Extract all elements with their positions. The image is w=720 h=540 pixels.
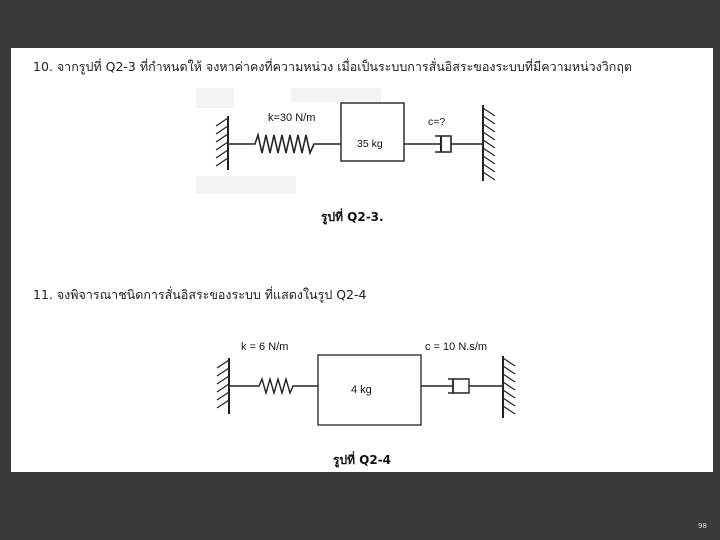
page-number: 98	[698, 522, 707, 530]
damper	[421, 378, 503, 394]
spring	[228, 132, 341, 156]
damper	[404, 135, 483, 153]
right-wall	[482, 105, 496, 181]
left-wall	[216, 358, 230, 414]
figure-q2-4-caption: รูปที่ Q2-4	[333, 453, 392, 467]
mass-block	[317, 354, 422, 426]
mass-label: 4 kg	[351, 384, 372, 396]
spring-label: k=30 N/m	[268, 112, 315, 124]
mass-block	[340, 102, 405, 162]
spring-label: k = 6 N/m	[241, 341, 288, 353]
damper-label: c = 10 N.s/m	[425, 341, 487, 353]
figure-q2-3-caption: รูปที่ Q2-3.	[321, 210, 384, 224]
mass-label: 35 kg	[357, 138, 383, 150]
slide: 10. จากรูปที่ Q2-3 ที่กำหนดให้ จงหาค่าคง…	[11, 48, 713, 472]
figure-q2-3: k=30 N/m 35 kg c=? k = 6 N/m 4 kg c	[196, 88, 516, 426]
question-11-text: 11. จงพิจารณาชนิดการสั่นอิสระของระบบ ที่…	[33, 287, 367, 302]
figure-q2-4: k = 6 N/m 4 kg c = 10 N.s/m	[216, 341, 516, 426]
left-wall	[215, 116, 229, 170]
damper-label: c=?	[428, 116, 445, 128]
question-10-text: 10. จากรูปที่ Q2-3 ที่กำหนดให้ จงหาค่าคง…	[33, 59, 633, 74]
spring	[229, 376, 318, 396]
right-wall	[502, 356, 516, 418]
